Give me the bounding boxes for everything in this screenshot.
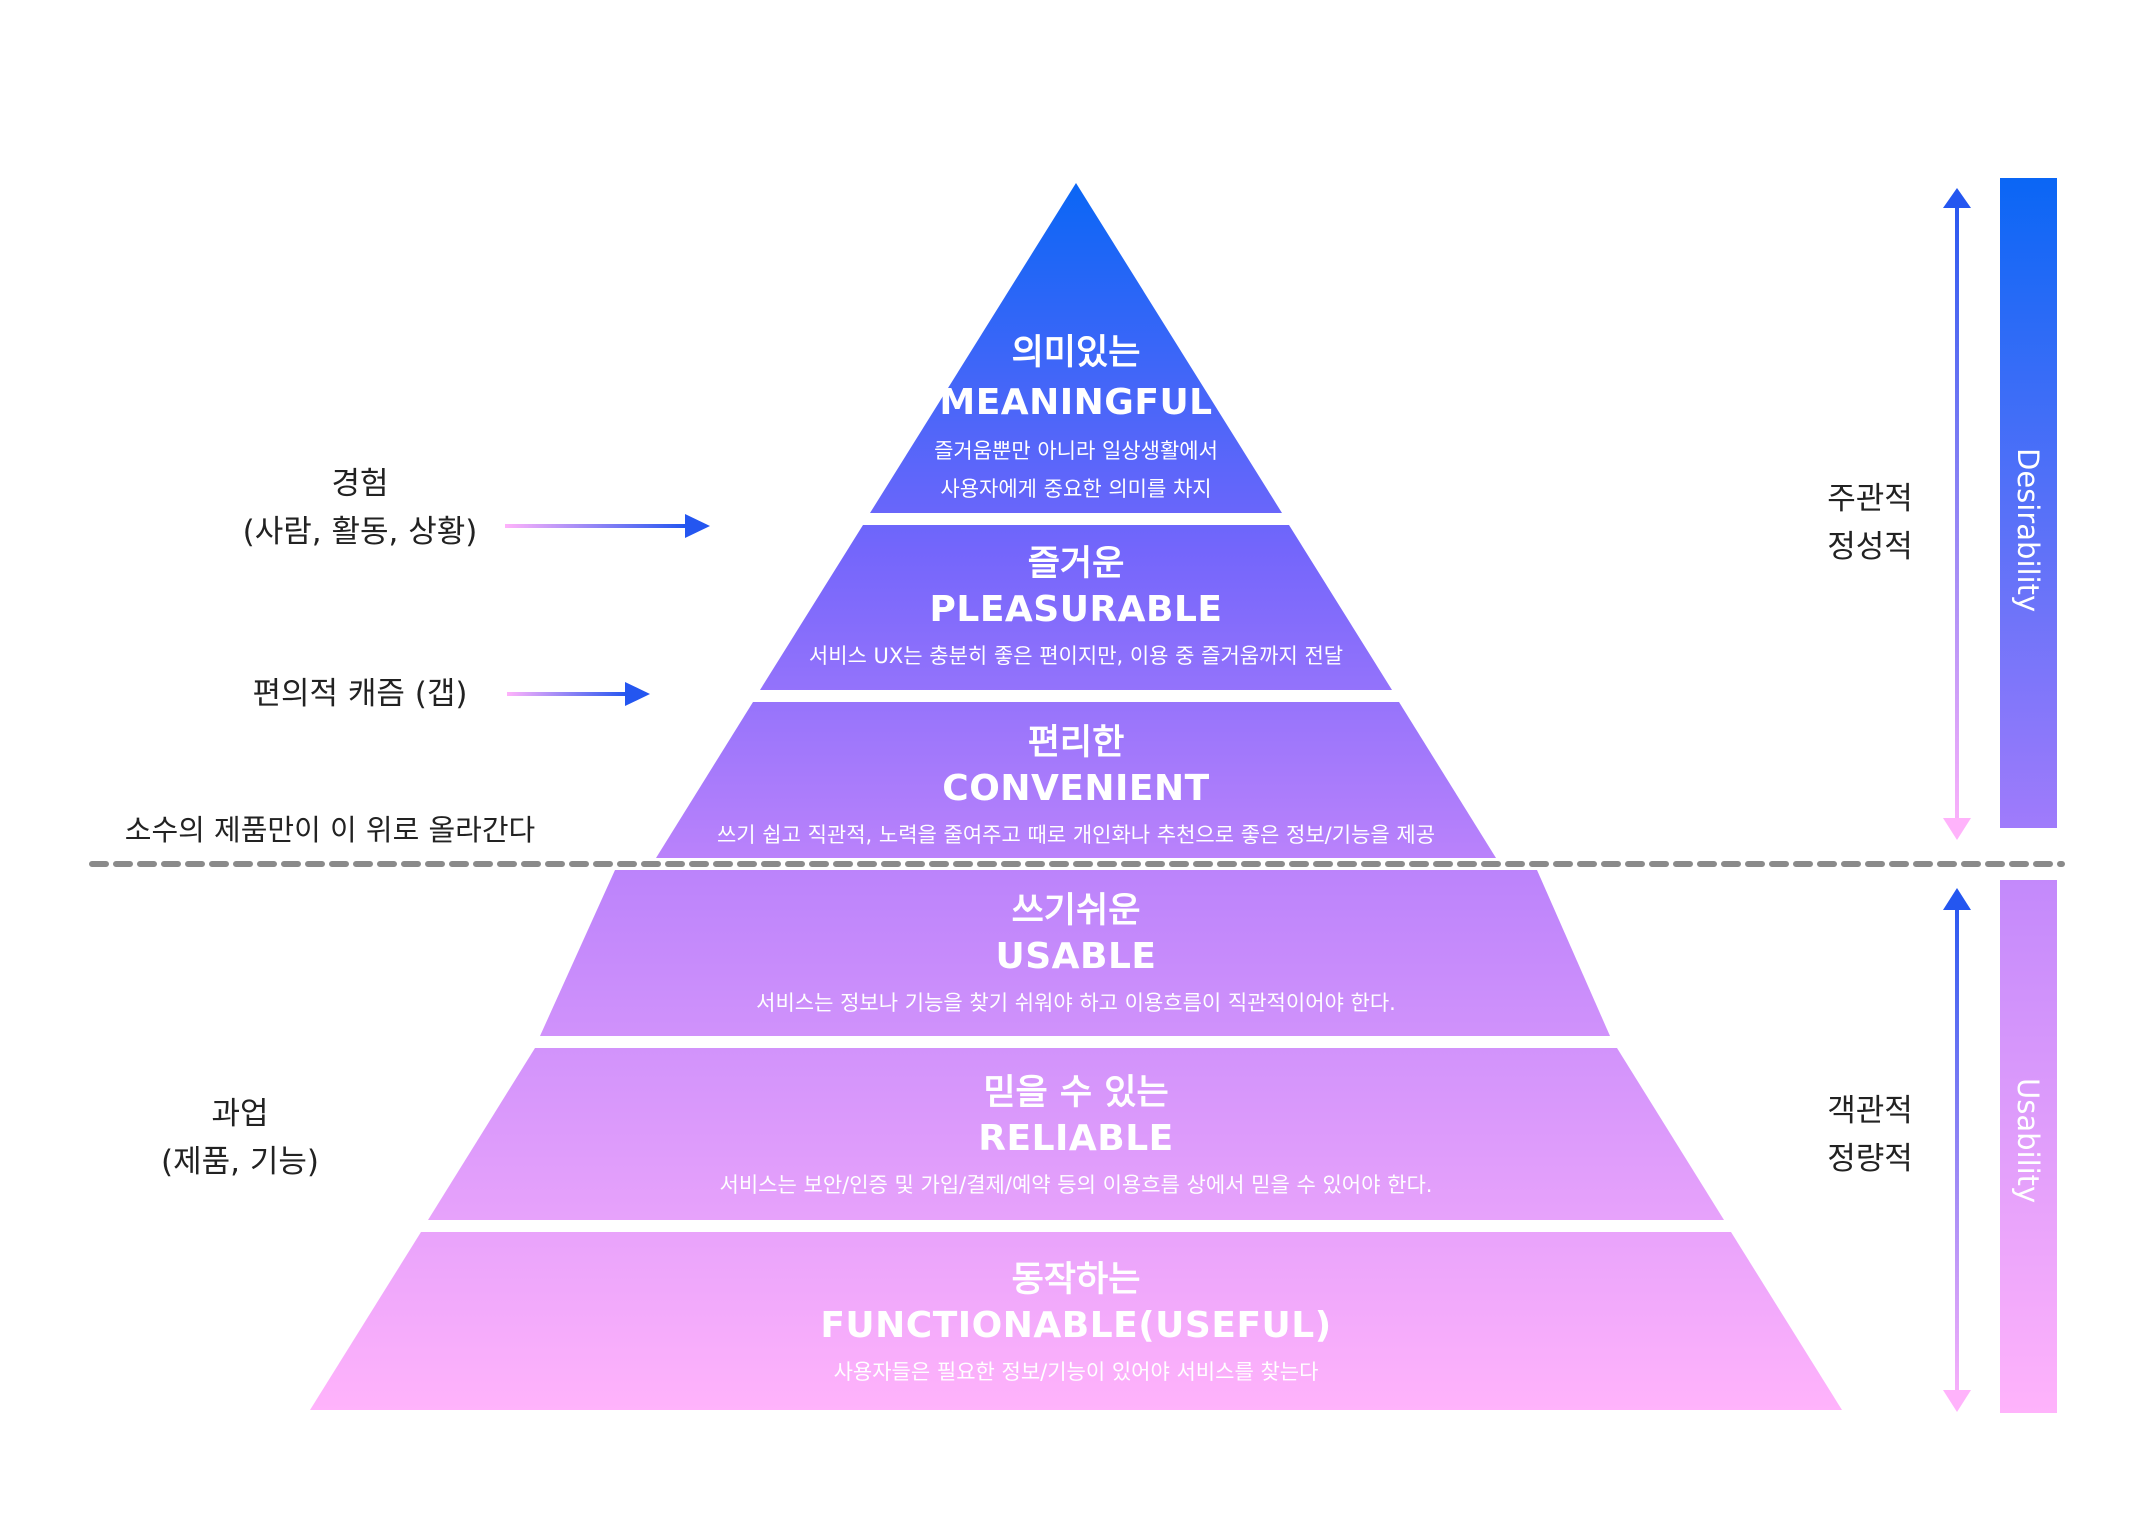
tier-reliable-shape [428, 1048, 1724, 1220]
tier-desc-line: 서비스는 정보나 기능을 찾기 쉬워야 하고 이용흐름이 직관적이어야 한다. [756, 991, 1396, 1015]
tier-title-ko: 의미있는 [1011, 333, 1141, 373]
tier-meaningful: 의미있는 MEANINGFUL 즐거움뿐만 아니라 일상생활에서 사용자에게 중… [876, 330, 1276, 508]
tier-desc-line: 즐거움뿐만 아니라 일상생활에서 [934, 439, 1218, 463]
usability-label: Usability [2011, 1078, 2045, 1204]
subjective-label-line: 정성적 [1827, 529, 1913, 565]
tier-usable-shape [540, 870, 1610, 1036]
few-products-label: 소수의 제품만이 이 위로 올라간다 [80, 806, 580, 854]
experience-label-line: 경험 [331, 466, 389, 502]
objective-label-line: 객관적 [1827, 1093, 1913, 1129]
objective-label-line: 정량적 [1827, 1141, 1913, 1177]
tier-title-en: MEANINGFUL [939, 382, 1213, 423]
tier-functionable-shape [310, 1232, 1842, 1410]
gap-label: 편의적 캐즘 (갭) [200, 670, 520, 718]
subjective-label: 주관적 정성적 [1800, 475, 1940, 571]
tier-title-ko: 쓰기쉬운 [1011, 891, 1141, 931]
task-label: 과업 (제품, 기능) [110, 1090, 370, 1186]
desirability-label: Desirability [2011, 448, 2045, 613]
tier-reliable: 믿을 수 있는 RELIABLE 서비스는 보안/인증 및 가입/결제/예약 등… [576, 1070, 1576, 1204]
tier-usable: 쓰기쉬운 USABLE 서비스는 정보나 기능을 찾기 쉬워야 하고 이용흐름이… [626, 888, 1526, 1022]
tier-title-ko: 동작하는 [1011, 1260, 1141, 1300]
tier-desc-line: 사용자에게 중요한 의미를 차지 [940, 477, 1212, 501]
tier-pleasurable-shape [760, 525, 1392, 690]
tier-pleasurable: 즐거운 PLEASURABLE 서비스 UX는 충분히 좋은 편이지만, 이용 … [776, 541, 1376, 675]
tier-title-en: PLEASURABLE [929, 589, 1223, 630]
experience-label: 경험 (사람, 활동, 상황) [210, 460, 510, 556]
experience-arrow-icon [505, 514, 710, 538]
tier-title-ko: 즐거운 [1027, 544, 1125, 584]
subjective-label-line: 주관적 [1827, 481, 1913, 517]
tier-desc-line: 서비스 UX는 충분히 좋은 편이지만, 이용 중 즐거움까지 전달 [808, 644, 1344, 668]
objective-label: 객관적 정량적 [1800, 1087, 1940, 1183]
tier-title-ko: 믿을 수 있는 [983, 1073, 1169, 1113]
tier-title-en: RELIABLE [978, 1118, 1174, 1159]
tier-desc-line: 사용자들은 필요한 정보/기능이 있어야 서비스를 찾는다 [833, 1360, 1319, 1384]
tier-functionable: 동작하는 FUNCTIONABLE(USEFUL) 사용자들은 필요한 정보/기… [576, 1257, 1576, 1391]
tier-convenient: 편리한 CONVENIENT 쓰기 쉽고 직관적, 노력을 줄여주고 때로 개인… [676, 720, 1476, 854]
tier-desc-line: 쓰기 쉽고 직관적, 노력을 줄여주고 때로 개인화나 추천으로 좋은 정보/기… [716, 823, 1436, 847]
tier-title-en: USABLE [995, 936, 1157, 977]
experience-label-line: (사람, 활동, 상황) [242, 514, 478, 550]
tier-desc-line: 서비스는 보안/인증 및 가입/결제/예약 등의 이용흐름 상에서 믿을 수 있… [719, 1173, 1433, 1197]
tier-title-ko: 편리한 [1027, 723, 1125, 763]
tier-meaningful-shape [870, 183, 1282, 513]
tier-title-en: CONVENIENT [942, 768, 1210, 809]
gap-label-text: 편의적 캐즘 (갭) [252, 676, 468, 712]
task-label-line: (제품, 기능) [161, 1144, 319, 1180]
task-label-line: 과업 [211, 1096, 269, 1132]
tier-title-en: FUNCTIONABLE(USEFUL) [820, 1305, 1332, 1346]
usability-double-arrow-icon [1943, 888, 1971, 1412]
gap-arrow-icon [507, 682, 650, 706]
few-products-label-text: 소수의 제품만이 이 위로 올라간다 [124, 813, 536, 847]
desirability-double-arrow-icon [1943, 188, 1971, 840]
desirability-bar [2000, 178, 2057, 828]
usability-bar [2000, 880, 2057, 1413]
tier-convenient-shape [656, 702, 1496, 858]
